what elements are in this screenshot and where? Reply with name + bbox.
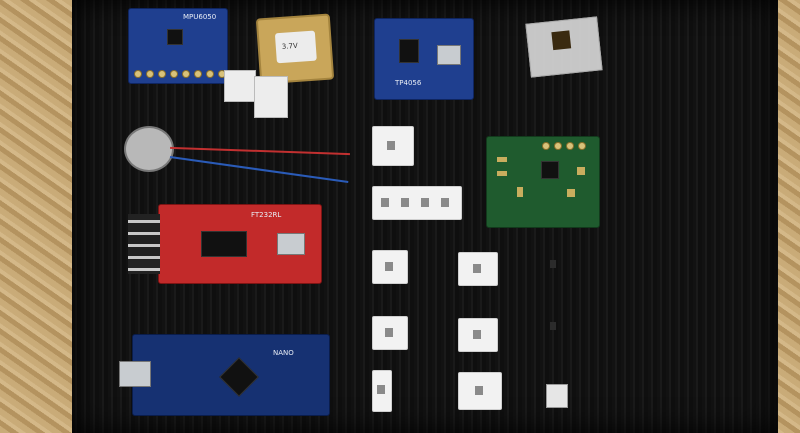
nano-usb-port <box>119 361 151 387</box>
battery-label: 3.7V <box>281 41 298 51</box>
charger-board-label: TP4056 <box>395 79 422 87</box>
custom-pcb-chip <box>541 161 559 179</box>
nano-board: NANO <box>119 334 330 416</box>
sensor-bag <box>525 16 603 78</box>
nano-board-label: NANO <box>273 349 294 357</box>
gyro-board: MPU6050 <box>128 8 228 84</box>
ftdi-board-label: FT232RL <box>251 211 282 219</box>
ftdi-board: FT232RL <box>158 204 322 284</box>
smd-tape <box>372 250 408 284</box>
nano-chip <box>219 357 259 397</box>
gyro-pin <box>219 71 225 77</box>
gyro-pin <box>171 71 177 77</box>
gyro-pin <box>147 71 153 77</box>
smd-tape <box>372 316 408 350</box>
smd-tape <box>372 126 414 166</box>
ftdi-header-pins <box>128 214 160 274</box>
gyro-pin <box>183 71 189 77</box>
gyro-pin <box>159 71 165 77</box>
battery-tab <box>254 76 288 118</box>
smd-tape <box>458 318 498 352</box>
charger-usb-port <box>437 45 461 65</box>
gyro-pin <box>207 71 213 77</box>
sensor-part <box>551 30 572 51</box>
lipo-battery: 3.7V <box>255 13 335 85</box>
custom-pcb <box>486 136 600 228</box>
gyro-board-label: MPU6050 <box>183 13 217 21</box>
gyro-pin <box>195 71 201 77</box>
ftdi-chip <box>201 231 247 257</box>
smd-button <box>546 384 568 408</box>
smd-part <box>550 260 556 268</box>
gyro-chip <box>167 29 183 45</box>
smd-tape <box>458 252 498 286</box>
smd-tape <box>372 186 462 220</box>
charger-board: TP4056 <box>374 18 474 100</box>
smd-part <box>550 322 556 330</box>
gyro-pin <box>135 71 141 77</box>
smd-tape <box>458 372 502 410</box>
battery-tab <box>224 70 256 102</box>
charger-chip <box>399 39 419 63</box>
ftdi-usb-port <box>277 233 305 255</box>
vibration-motor <box>124 126 174 172</box>
smd-tape <box>372 370 392 412</box>
